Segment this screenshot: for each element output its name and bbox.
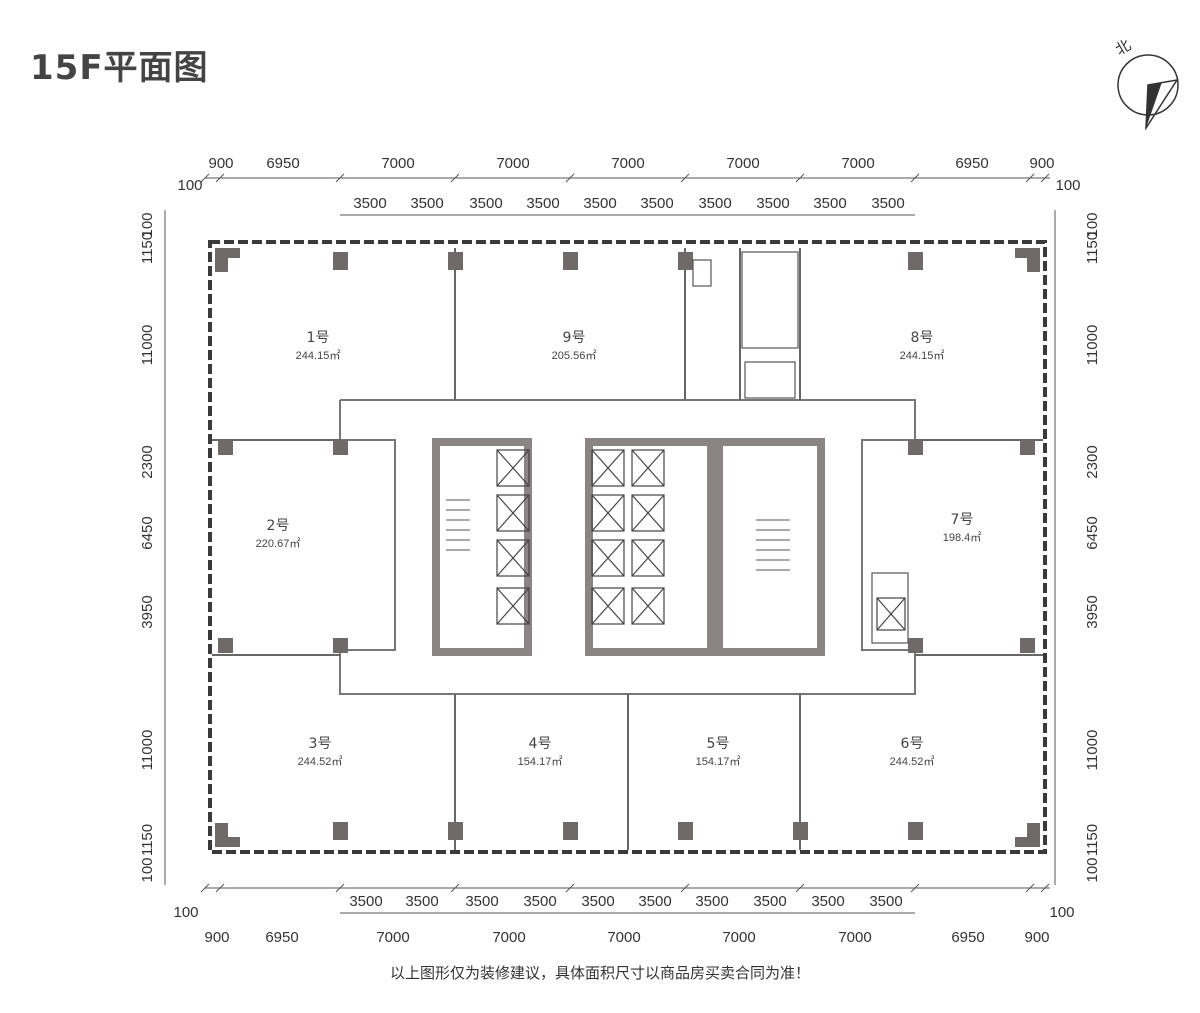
dim-bottom-inner: 3500	[811, 893, 844, 910]
unit-area: 198.4㎡	[943, 531, 982, 544]
building	[208, 240, 1047, 854]
stairs	[446, 499, 790, 571]
dim-top-outer: 900	[1029, 155, 1054, 172]
dim-bottom-inner: 3500	[349, 893, 382, 910]
unit-area: 154.17㎡	[518, 755, 563, 768]
plan-title: 15F平面图	[30, 48, 209, 88]
dim-right: 3950	[1084, 595, 1101, 628]
restrooms	[692, 251, 909, 644]
dim-bottom-outer: 7000	[722, 929, 755, 946]
unit-name: 3号	[309, 736, 332, 752]
dim-top-outer: 7000	[611, 155, 644, 172]
unit-name: 7号	[951, 512, 974, 528]
dim-top-inner: 3500	[526, 195, 559, 212]
dim-bottom-outer: 900	[204, 929, 229, 946]
dim-left: 3950	[139, 595, 156, 628]
unit-name: 9号	[563, 330, 586, 346]
dim-right: 11000	[1084, 730, 1101, 771]
unit-name: 1号	[307, 330, 330, 346]
dim-bottom-outer: 6950	[265, 929, 298, 946]
dim-left: 11000	[139, 730, 156, 771]
dim-right: 100	[1084, 212, 1101, 237]
dim-left: 6450	[139, 516, 156, 549]
core	[432, 438, 906, 656]
dim-bottom-outer: 7000	[376, 929, 409, 946]
columns	[215, 248, 1040, 847]
dim-bottom-inner: 3500	[869, 893, 902, 910]
dim-top-inner: 3500	[353, 195, 386, 212]
dim-left: 2300	[139, 445, 156, 478]
unit-name: 6号	[901, 736, 924, 752]
unit-area: 244.15㎡	[296, 349, 341, 362]
dim-top-inner: 3500	[583, 195, 616, 212]
dim-bottom-outer: 100	[173, 904, 198, 921]
dim-bottom-outer: 7000	[492, 929, 525, 946]
unit-area: 244.52㎡	[298, 755, 343, 768]
dim-right: 11000	[1084, 325, 1101, 366]
dim-left: 11000	[139, 325, 156, 366]
dim-bottom-outer: 7000	[838, 929, 871, 946]
dim-bottom-outer: 100	[1049, 904, 1074, 921]
dim-right: 6450	[1084, 516, 1101, 549]
dim-bottom-outer: 7000	[607, 929, 640, 946]
unit-name: 8号	[911, 330, 934, 346]
dim-top-inner: 3500	[756, 195, 789, 212]
dim-bottom-inner: 3500	[638, 893, 671, 910]
dim-left: 1150	[139, 824, 156, 856]
dim-bottom-inner: 3500	[523, 893, 556, 910]
dim-top-outer: 7000	[496, 155, 529, 172]
dim-top-inner: 3500	[813, 195, 846, 212]
dim-top-inner: 3500	[698, 195, 731, 212]
dim-bottom-outer: 900	[1024, 929, 1049, 946]
unit-area: 205.56㎡	[552, 349, 597, 362]
north-arrow: 北	[1112, 36, 1179, 131]
dim-top-outer: 100	[1055, 177, 1080, 194]
unit-area: 244.52㎡	[890, 755, 935, 768]
unit-area: 220.67㎡	[256, 537, 301, 550]
dim-top-outer: 7000	[841, 155, 874, 172]
dim-top-outer: 6950	[266, 155, 299, 172]
dim-right: 2300	[1084, 445, 1101, 478]
dim-top-inner: 3500	[871, 195, 904, 212]
dim-bottom-inner: 3500	[753, 893, 786, 910]
dim-top-outer: 7000	[726, 155, 759, 172]
dim-right: 100	[1084, 857, 1101, 882]
dim-right: 1150	[1084, 824, 1101, 856]
unit-name: 2号	[267, 518, 290, 534]
dim-top-inner: 3500	[410, 195, 443, 212]
unit-area: 244.15㎡	[900, 349, 945, 362]
unit-area: 154.17㎡	[696, 755, 741, 768]
dim-right: 1150	[1084, 232, 1101, 264]
dim-left: 100	[139, 212, 156, 237]
dim-top-outer: 7000	[381, 155, 414, 172]
dim-top-outer: 6950	[955, 155, 988, 172]
dim-bottom-outer: 6950	[951, 929, 984, 946]
footer-note: 以上图形仅为装修建议，具体面积尺寸以商品房买卖合同为准！	[389, 964, 810, 982]
dim-bottom-inner: 3500	[465, 893, 498, 910]
dimension-lines	[164, 173, 1056, 914]
dim-bottom-inner: 3500	[695, 893, 728, 910]
unit-name: 4号	[529, 736, 552, 752]
dim-top-outer: 100	[177, 177, 202, 194]
elevator-shafts	[496, 449, 906, 631]
dim-top-inner: 3500	[469, 195, 502, 212]
dim-left: 1150	[139, 232, 156, 264]
outer-wall	[208, 240, 1047, 854]
dim-left: 100	[139, 857, 156, 882]
dim-top-outer: 900	[208, 155, 233, 172]
dim-top-inner: 3500	[640, 195, 673, 212]
dim-bottom-inner: 3500	[581, 893, 614, 910]
north-label: 北	[1112, 36, 1134, 59]
dim-bottom-inner: 3500	[405, 893, 438, 910]
unit-name: 5号	[707, 736, 730, 752]
